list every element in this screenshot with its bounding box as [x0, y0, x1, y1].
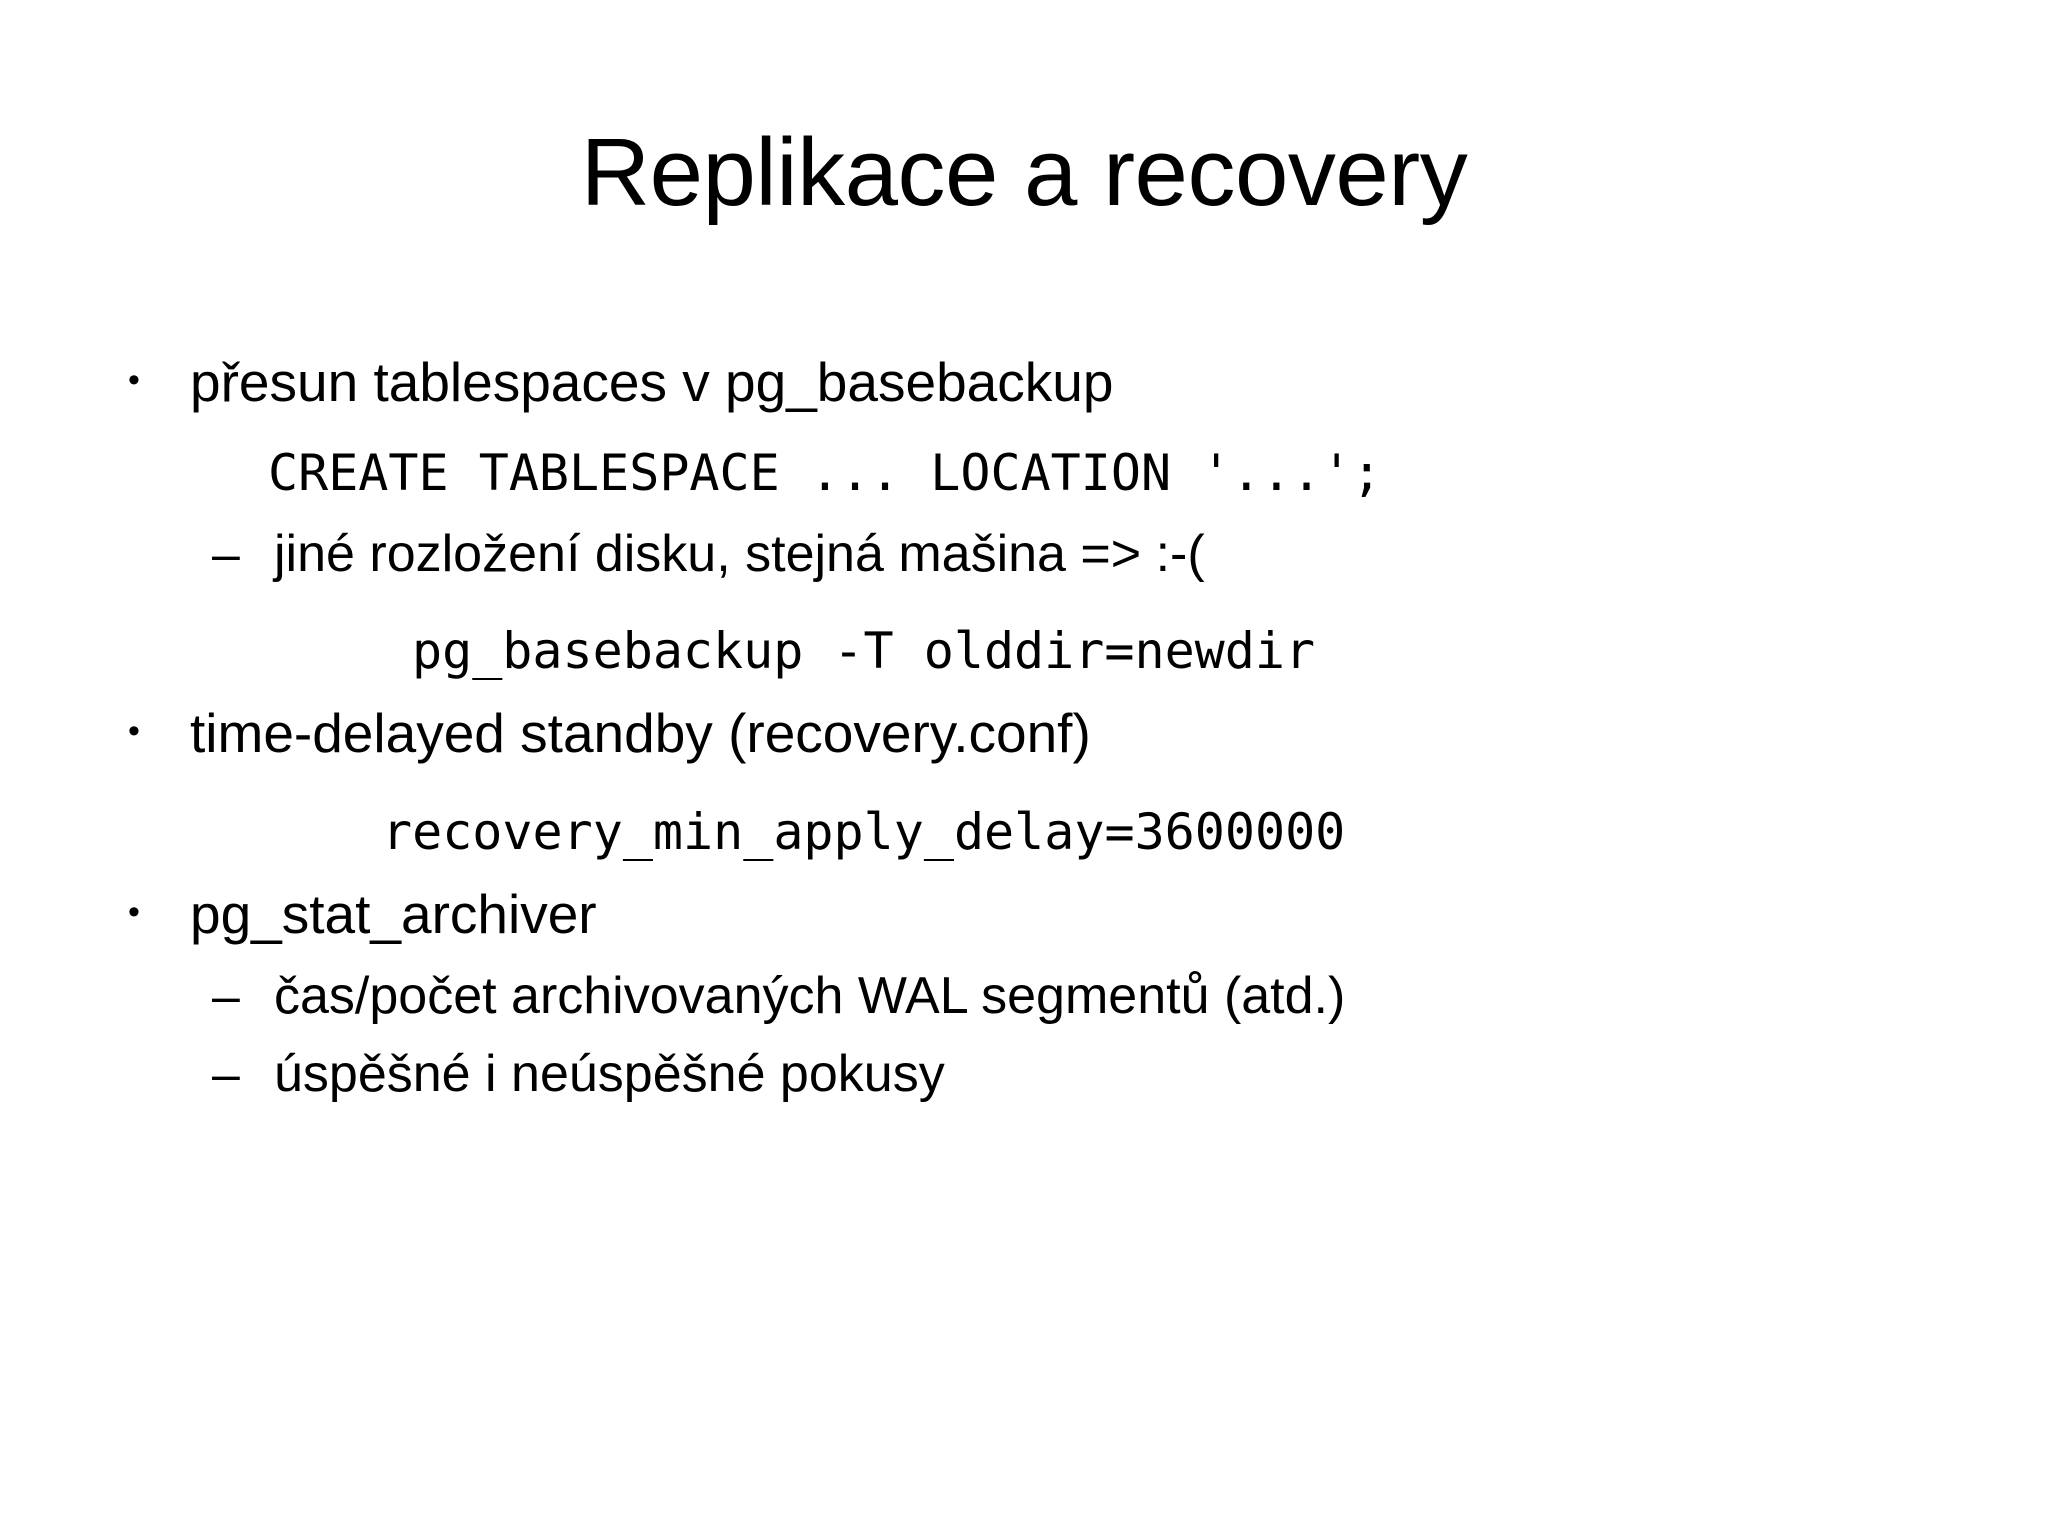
dash-icon: – [212, 526, 240, 582]
bullet-icon: • [128, 361, 140, 399]
list-item-label: úspěšné i neúspěšné pokusy [274, 1045, 945, 1103]
list-item: – čas/počet archivovaných WAL segmentů (… [0, 970, 2048, 1022]
list-item: • přesun tablespaces v pg_basebackup [0, 355, 2048, 410]
list-item-label: time-delayed standby (recovery.conf) [190, 702, 1091, 764]
page-title: Replikace a recovery [580, 119, 1468, 226]
code-line: recovery_min_apply_delay=3600000 [382, 803, 1346, 861]
code-line: CREATE TABLESPACE ... LOCATION '...'; [268, 444, 1382, 502]
code-line: pg_basebackup -T olddir=newdir [412, 622, 1316, 680]
list-item-label: jiné rozložení disku, stejná mašina => :… [274, 525, 1205, 583]
list-item: – úspěšné i neúspěšné pokusy [0, 1048, 2048, 1100]
dash-icon: – [212, 968, 240, 1024]
list-item: • pg_stat_archiver [0, 887, 2048, 942]
list-item: – jiné rozložení disku, stejná mašina =>… [0, 528, 2048, 580]
list-item-label: přesun tablespaces v pg_basebackup [190, 351, 1114, 413]
list-item: • time-delayed standby (recovery.conf) [0, 706, 2048, 761]
dash-icon: – [212, 1046, 240, 1102]
bullet-icon: • [128, 893, 140, 931]
bullet-icon: • [128, 712, 140, 750]
slide-body: • přesun tablespaces v pg_basebackup CRE… [0, 355, 2048, 1126]
list-item-label: pg_stat_archiver [190, 883, 597, 945]
list-item-label: čas/počet archivovaných WAL segmentů (at… [274, 967, 1346, 1025]
